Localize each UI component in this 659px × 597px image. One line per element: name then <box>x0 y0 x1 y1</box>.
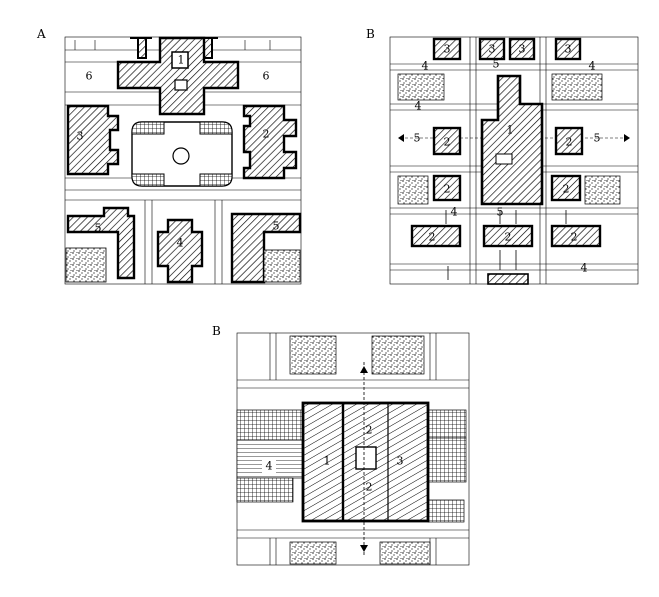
label-b-2-c: 2 <box>444 183 451 196</box>
label-b-2-f: 2 <box>505 231 512 244</box>
label-b-3-b: 3 <box>489 43 496 56</box>
plan-b-bottom-labels: 1 2 2 3 4 <box>262 424 404 494</box>
label-a-4: 4 <box>177 237 184 250</box>
label-b-3-a: 3 <box>444 43 451 56</box>
label-b-4-d: 4 <box>451 206 458 219</box>
plan-b-top <box>389 36 639 285</box>
label-bb-3: 3 <box>397 455 404 468</box>
label-a-6-left: 6 <box>86 70 93 83</box>
label-b-2-e: 2 <box>429 231 436 244</box>
plan-a-labels: 1 2 3 4 5 5 6 6 <box>77 53 280 250</box>
label-b-2-a: 2 <box>444 136 451 149</box>
label-b-2-g: 2 <box>571 231 578 244</box>
label-a-5-left: 5 <box>95 222 102 235</box>
panel-label-a: A <box>37 27 46 41</box>
label-a-1: 1 <box>178 54 185 67</box>
label-a-2: 2 <box>263 128 270 141</box>
label-b-1: 1 <box>507 124 514 137</box>
label-bb-2-bottom: 2 <box>366 481 373 494</box>
label-b-5-d: 5 <box>497 206 504 219</box>
label-b-3-c: 3 <box>519 43 526 56</box>
label-b-4-e: 4 <box>581 262 588 275</box>
plan-b-bottom <box>236 332 470 566</box>
label-b-3-d: 3 <box>565 43 572 56</box>
plan-b-top-labels: 1 2 2 2 2 2 2 2 3 3 3 3 4 4 4 4 4 5 5 5 … <box>414 43 601 275</box>
label-a-3: 3 <box>77 130 84 143</box>
plan-a <box>64 36 302 285</box>
label-bb-1: 1 <box>324 455 331 468</box>
label-b-5-c: 5 <box>493 58 500 71</box>
label-b-2-b: 2 <box>566 136 573 149</box>
label-b-5-b: 5 <box>594 132 601 145</box>
label-b-4-b: 4 <box>589 60 596 73</box>
label-a-6-right: 6 <box>263 70 270 83</box>
label-b-4-c: 4 <box>415 100 422 113</box>
panel-label-b-top: B <box>366 27 375 41</box>
label-b-5-a: 5 <box>414 132 421 145</box>
panel-label-b-bottom: B <box>212 324 221 338</box>
label-a-5-right: 5 <box>273 220 280 233</box>
label-bb-2-top: 2 <box>366 424 373 437</box>
label-b-2-d: 2 <box>563 183 570 196</box>
label-b-4-a: 4 <box>422 60 429 73</box>
label-bb-4: 4 <box>266 460 273 473</box>
